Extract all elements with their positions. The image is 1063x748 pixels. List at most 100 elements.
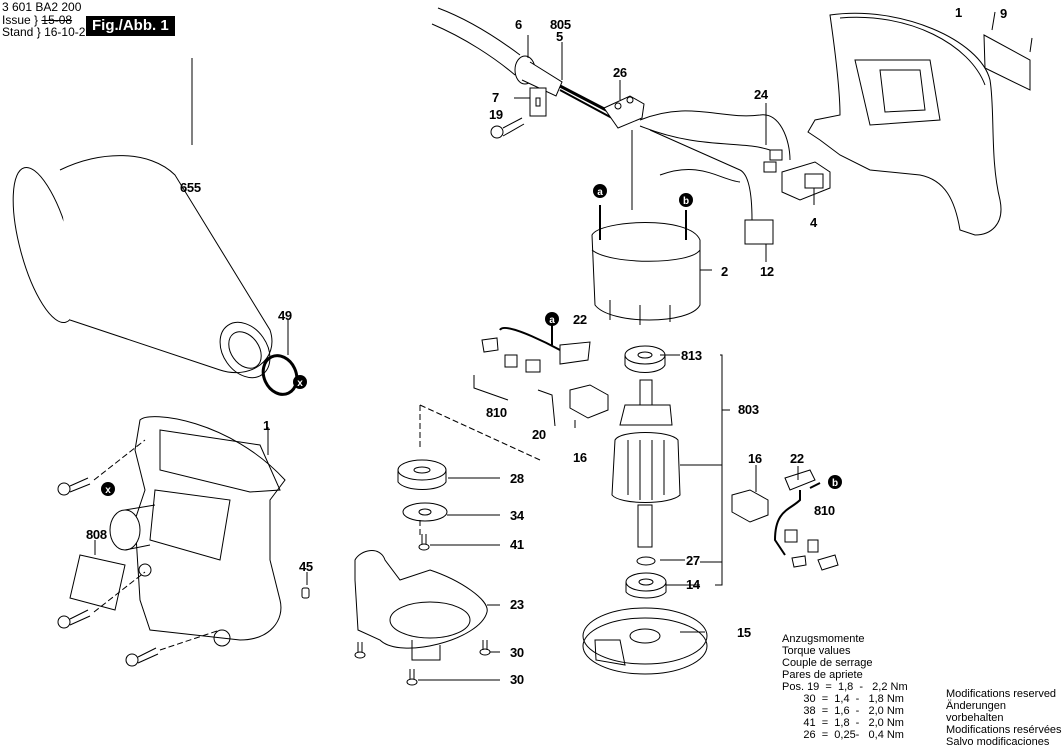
part-label-20: 20 bbox=[532, 427, 546, 442]
part-label-1-bottom: 1 bbox=[263, 418, 270, 433]
part-label-23: 23 bbox=[510, 597, 524, 612]
part-label-2: 2 bbox=[721, 264, 728, 279]
torque-line: Torque values bbox=[782, 645, 851, 657]
fan bbox=[582, 607, 708, 675]
part-label-4: 4 bbox=[810, 215, 817, 230]
part-label-810-left: 810 bbox=[486, 405, 507, 420]
issue-value: 15-08 bbox=[41, 13, 73, 27]
modification-line: Modifications reserved bbox=[946, 688, 1057, 700]
bearing-holder-34 bbox=[402, 502, 448, 522]
part-label-808: 808 bbox=[86, 527, 107, 542]
terminal-block bbox=[603, 95, 645, 129]
wiring-harness bbox=[631, 110, 791, 221]
svg-text:a: a bbox=[549, 315, 555, 326]
label-9 bbox=[983, 34, 1031, 91]
part-label-9: 9 bbox=[1000, 6, 1007, 21]
part-label-30-a: 30 bbox=[510, 645, 524, 660]
part-label-45: 45 bbox=[299, 559, 313, 574]
stand-value: 16-10-27 bbox=[44, 25, 93, 39]
part-label-27: 27 bbox=[686, 553, 700, 568]
part-label-1-top: 1 bbox=[955, 5, 962, 20]
o-ring bbox=[261, 354, 299, 396]
marker-b-1: b bbox=[679, 193, 693, 207]
svg-text:b: b bbox=[683, 196, 689, 207]
part-label-14: 14 bbox=[686, 577, 700, 592]
issue-line: Issue } 15-08 bbox=[2, 13, 73, 27]
part-label-12: 12 bbox=[760, 264, 774, 279]
dust-port bbox=[109, 504, 156, 551]
part-label-6: 6 bbox=[515, 17, 522, 32]
svg-text:x: x bbox=[105, 485, 111, 496]
marker-x-2: x bbox=[293, 375, 307, 389]
bearing-28 bbox=[397, 459, 447, 490]
part-label-803: 803 bbox=[738, 402, 759, 417]
part-label-5: 5 bbox=[556, 29, 563, 44]
document-number: 3 601 BA2 200 bbox=[2, 0, 82, 14]
stand-line: Stand } 16-10-27 bbox=[2, 25, 93, 39]
torque-line: Pares de apriete bbox=[782, 669, 863, 681]
connector-12 bbox=[744, 219, 774, 245]
part-label-655: 655 bbox=[180, 180, 201, 195]
screw-41 bbox=[418, 534, 430, 551]
part-label-26: 26 bbox=[613, 65, 627, 80]
part-label-805: 805 bbox=[550, 17, 571, 32]
screws-30 bbox=[354, 640, 491, 686]
circlip bbox=[636, 556, 656, 566]
torque-line: Couple de serrage bbox=[782, 657, 873, 669]
part-label-24: 24 bbox=[754, 87, 768, 102]
part-label-30-b: 30 bbox=[510, 672, 524, 687]
modification-line: Salvo modificaciones bbox=[946, 736, 1050, 748]
pin-45 bbox=[301, 587, 310, 599]
part-label-41: 41 bbox=[510, 537, 524, 552]
modification-line: Modifications resérvées bbox=[946, 724, 1062, 736]
part-label-22-right: 22 bbox=[790, 451, 804, 466]
modification-line: Änderungen vorbehalten bbox=[946, 700, 1006, 724]
switch bbox=[781, 161, 831, 201]
leader-lines bbox=[94, 11, 1033, 681]
torque-line: Pos. 19 = 1,8 - 2,2 Nm bbox=[782, 681, 908, 693]
marker-x-1: x bbox=[101, 482, 115, 496]
power-cable bbox=[431, 7, 613, 119]
brush-box-left bbox=[569, 384, 609, 419]
torque-line: 38 = 1,6 - 2,0 Nm bbox=[782, 705, 904, 717]
svg-text:b: b bbox=[832, 478, 838, 489]
marker-b-2: b bbox=[828, 475, 842, 489]
figure-label: Fig./Abb. 1 bbox=[86, 16, 175, 36]
part-label-49: 49 bbox=[278, 308, 292, 323]
armature bbox=[611, 379, 681, 548]
marker-a-1: a bbox=[593, 184, 607, 198]
svg-text:x: x bbox=[297, 378, 303, 389]
bearing-14 bbox=[625, 572, 667, 599]
torque-line: Anzugsmomente bbox=[782, 633, 865, 645]
field-coil bbox=[591, 205, 701, 325]
part-label-16-right: 16 bbox=[748, 451, 762, 466]
part-label-19: 19 bbox=[489, 107, 503, 122]
fan-guard bbox=[354, 550, 488, 661]
part-label-7: 7 bbox=[492, 90, 499, 105]
part-label-813: 813 bbox=[681, 348, 702, 363]
housing-half-top bbox=[807, 12, 1002, 236]
svg-text:a: a bbox=[597, 187, 603, 198]
assembly-guide-line bbox=[419, 404, 541, 535]
issue-label: Issue bbox=[2, 13, 31, 27]
torque-line: 41 = 1,8 - 2,0 Nm bbox=[782, 717, 904, 729]
brush-assembly-right bbox=[731, 469, 839, 571]
part-label-16-left: 16 bbox=[573, 450, 587, 465]
part-label-22-top: 22 bbox=[573, 312, 587, 327]
cable-clamp bbox=[529, 87, 547, 117]
part-label-810-right: 810 bbox=[814, 503, 835, 518]
torque-values-block: Anzugsmomente Torque values Couple de se… bbox=[782, 633, 908, 741]
stand-label: Stand bbox=[2, 25, 34, 39]
part-label-15: 15 bbox=[737, 625, 751, 640]
marker-a-2: a bbox=[545, 312, 559, 326]
part-label-34: 34 bbox=[510, 508, 524, 523]
screws-housing bbox=[57, 439, 221, 667]
screw-19 bbox=[490, 117, 525, 139]
torque-line: 26 = 0,25- 0,4 Nm bbox=[782, 729, 904, 741]
label-808 bbox=[69, 554, 126, 611]
part-label-28: 28 bbox=[510, 471, 524, 486]
modifications-notice: Modifications reserved Änderungen vorbeh… bbox=[946, 688, 1063, 748]
torque-line: 30 = 1,4 - 1,8 Nm bbox=[782, 693, 904, 705]
